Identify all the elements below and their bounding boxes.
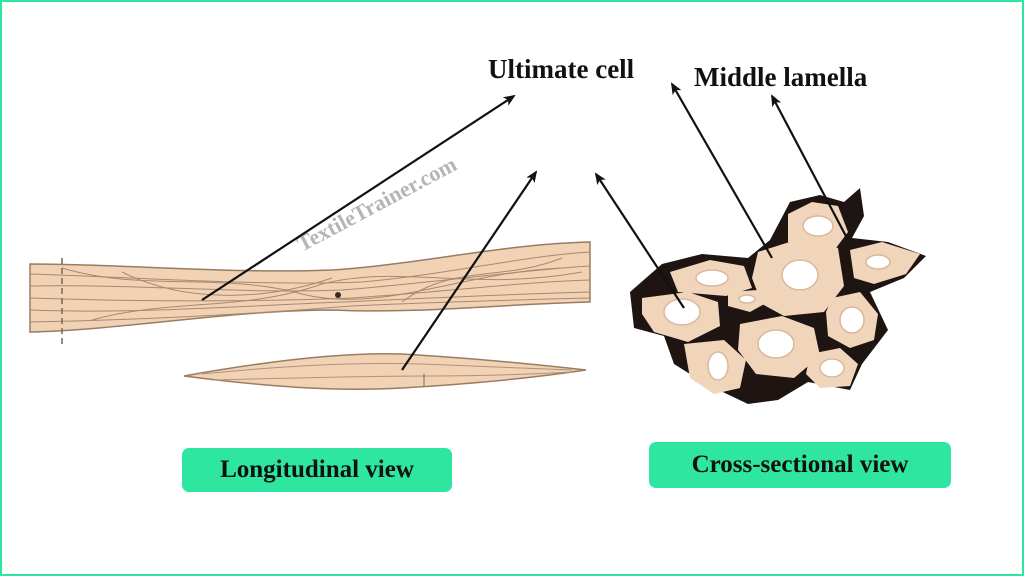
lumen-8 [757, 329, 795, 359]
arrow-fiber-to-ultimate-cell [201, 94, 516, 301]
label-cross-sectional-view: Cross-sectional view [649, 442, 951, 488]
label-longitudinal-view: Longitudinal view [182, 448, 452, 492]
lumen-3 [738, 294, 756, 304]
lumen-6 [865, 254, 891, 270]
label-ultimate-cell: Ultimate cell [488, 54, 635, 84]
lumen-1 [695, 269, 729, 287]
fiber-bundle-longitudinal [29, 241, 591, 344]
lumen-7 [839, 306, 865, 334]
arrow-cross-cell-to-label [594, 172, 685, 309]
ultimate-cell-lines [201, 363, 573, 381]
arrow-cell-to-ultimate-cell [671, 82, 773, 259]
cell-lumens [663, 215, 891, 381]
lumen-9 [707, 351, 729, 381]
lumen-10 [819, 358, 845, 378]
arrow-single-cell-to-label [401, 170, 538, 371]
lumen-2 [663, 298, 701, 326]
ultimate-cell-body [183, 353, 587, 390]
pointer-arrows [201, 82, 849, 371]
watermark-text: TextileTrainer.com [293, 151, 461, 256]
label-middle-lamella: Middle lamella [694, 62, 868, 92]
arrow-lamella-to-label [771, 94, 849, 241]
cross-section [630, 188, 926, 404]
ultimate-cell-longitudinal [183, 353, 587, 390]
lumen-4 [781, 259, 819, 291]
fiber-strand-lines [29, 251, 591, 323]
fiber-node-dot [335, 292, 341, 298]
lumen-5 [802, 215, 834, 237]
